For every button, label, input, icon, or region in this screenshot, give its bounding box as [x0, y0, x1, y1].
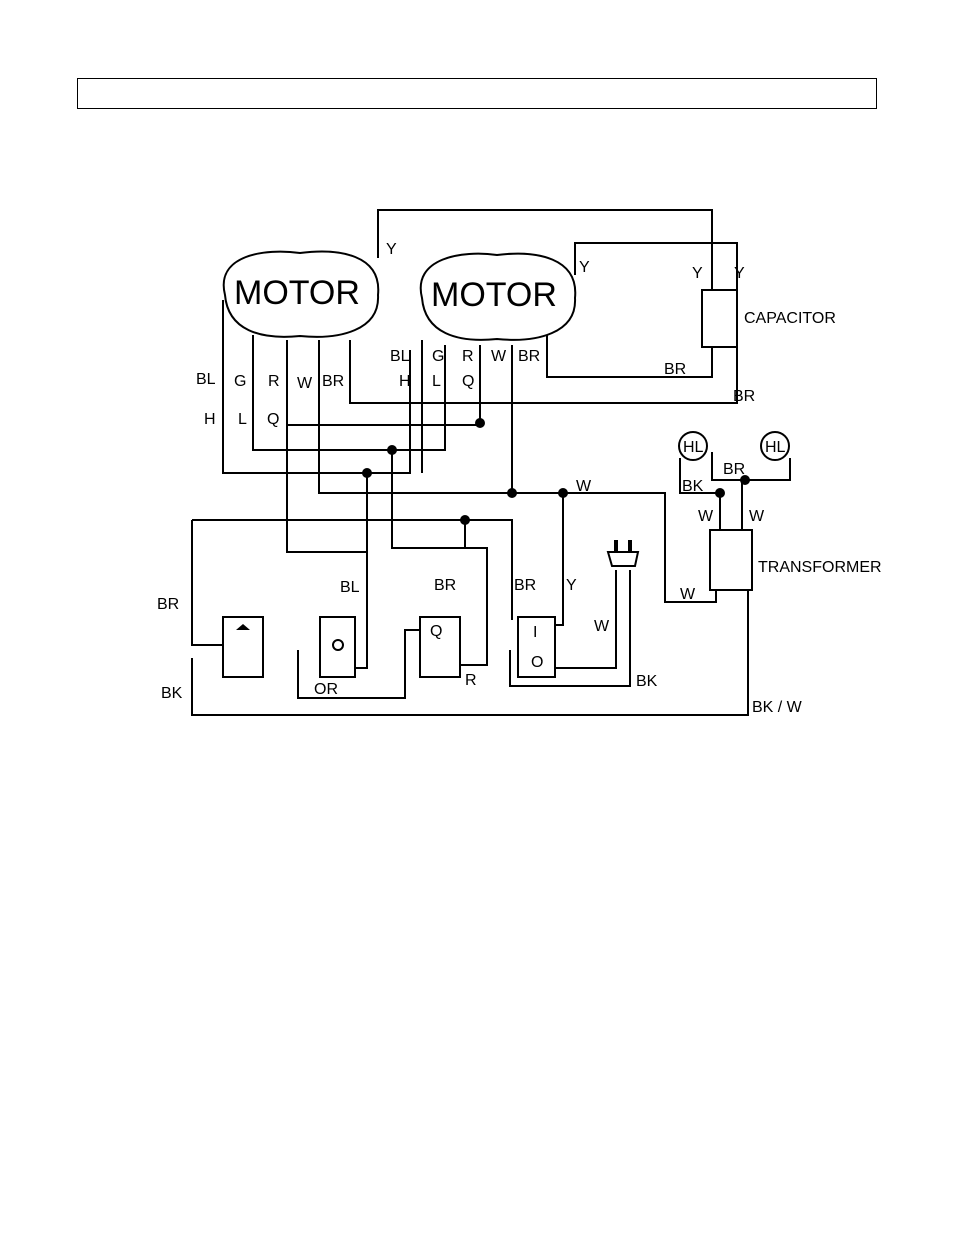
junction-dot — [387, 445, 397, 455]
wire-label: R — [462, 348, 474, 365]
wire-label: BR — [733, 388, 755, 405]
wire-label: W — [680, 586, 696, 603]
wire-label: G — [432, 348, 444, 365]
wire-label: W — [297, 375, 313, 392]
wire-label: BL — [196, 371, 216, 388]
capacitor — [702, 290, 737, 347]
junction-dot — [715, 488, 725, 498]
wire-label: Y — [386, 241, 397, 258]
wire-label: BR — [514, 577, 536, 594]
motor-2-label: MOTOR — [431, 276, 557, 314]
wire-label: BR — [434, 577, 456, 594]
wire-label: L — [432, 373, 441, 390]
wire-label: W — [749, 508, 765, 525]
wire-label: R — [268, 373, 280, 390]
wire-label: Y — [566, 577, 577, 594]
wire-label: L — [238, 411, 247, 428]
wire-label: BR — [157, 596, 179, 613]
wire-label: BK — [636, 673, 658, 690]
transformer — [710, 530, 752, 590]
junction-dot — [362, 468, 372, 478]
wire-label: BL — [390, 348, 410, 365]
power-plug-icon — [608, 540, 638, 566]
wire-label: BK — [161, 685, 183, 702]
wire-label: BR — [518, 348, 540, 365]
wire-label: W — [576, 478, 592, 495]
wire-label: H — [399, 373, 411, 390]
wire-label: Y — [734, 265, 745, 282]
wire-label: BK / W — [752, 699, 803, 716]
wire-label: Y — [692, 265, 703, 282]
switch-q-symbol: Q — [430, 623, 442, 640]
capacitor-label: CAPACITOR — [744, 310, 836, 327]
motor-1-label: MOTOR — [234, 274, 360, 312]
junction-dot — [507, 488, 517, 498]
wire-label: W — [594, 618, 610, 635]
switch-or-label: OR — [314, 681, 338, 698]
wire-label: BR — [723, 461, 745, 478]
wire-label: BR — [322, 373, 344, 390]
wire-label: BK — [682, 478, 704, 495]
power-switch-off: O — [531, 654, 543, 671]
junction-dot — [558, 488, 568, 498]
wire-label: Q — [267, 411, 279, 428]
power-switch-on: I — [533, 624, 537, 641]
switch-or — [320, 617, 355, 677]
switch-q-label: R — [465, 672, 477, 689]
lamp-left-label: HL — [683, 439, 704, 456]
transformer-label: TRANSFORMER — [758, 559, 882, 576]
wire-label: BR — [664, 361, 686, 378]
wire-label: BL — [340, 579, 360, 596]
wire-label: G — [234, 373, 246, 390]
wire-label: Q — [462, 373, 474, 390]
junction-dot — [460, 515, 470, 525]
wire-label: W — [698, 508, 714, 525]
wire-label: H — [204, 411, 216, 428]
wire-label: W — [491, 348, 507, 365]
wire-label: Y — [579, 259, 590, 276]
lamp-right-label: HL — [765, 439, 786, 456]
junction-dot — [475, 418, 485, 428]
